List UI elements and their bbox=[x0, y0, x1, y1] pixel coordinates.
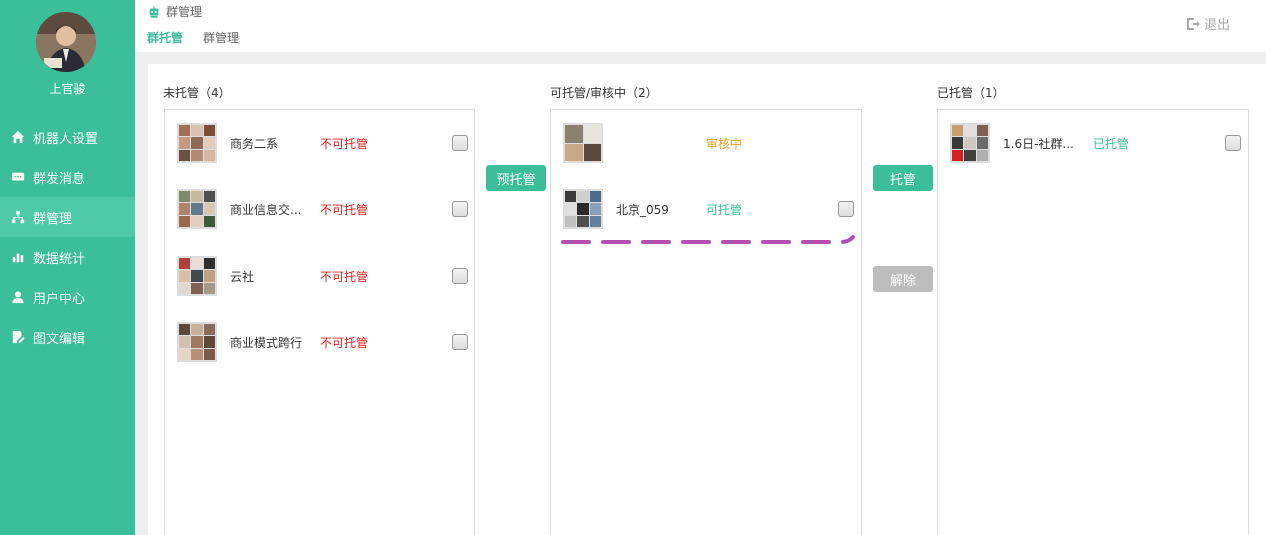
managed-list: 1.6日-社群... 已托管 bbox=[937, 109, 1249, 535]
status-label: 不可托管 bbox=[320, 137, 369, 151]
logout-button[interactable]: 退出 bbox=[1185, 14, 1230, 33]
list-item: 1.6日-社群... 已托管 bbox=[950, 123, 1260, 163]
group-name: 北京_059 bbox=[616, 203, 669, 217]
group-name: 商业模式跨行 bbox=[230, 336, 303, 350]
user-name: 上官骏 bbox=[49, 82, 86, 96]
row-checkbox[interactable] bbox=[452, 201, 468, 217]
status-label: 已托管 bbox=[1093, 137, 1130, 151]
group-avatar bbox=[950, 123, 990, 163]
row-checkbox[interactable] bbox=[452, 135, 468, 151]
group-name: 商务二系 bbox=[230, 137, 279, 151]
annotation-stroke bbox=[561, 235, 855, 244]
group-name: 商业信息交... bbox=[230, 203, 302, 217]
manage-button[interactable]: 托管 bbox=[873, 165, 933, 191]
robot-icon bbox=[149, 5, 159, 18]
pre-manage-button[interactable]: 预托管 bbox=[486, 165, 546, 191]
sidebar: 上官骏 机器人设置 群发消息 群管理 数据统计 bbox=[0, 0, 135, 535]
status-label: 不可托管 bbox=[320, 336, 369, 350]
group-avatar bbox=[563, 189, 603, 229]
list-item: 商务二系 不可托管 bbox=[177, 123, 486, 163]
nav-item-user-center[interactable]: 用户中心 bbox=[0, 277, 135, 317]
page-title: 群管理 bbox=[147, 3, 202, 20]
nav-label: 群发消息 bbox=[33, 171, 86, 187]
group-avatar bbox=[563, 123, 603, 163]
list-item: 审核中 bbox=[563, 123, 873, 163]
nav-item-statistics[interactable]: 数据统计 bbox=[0, 237, 135, 277]
unmanaged-list: 商务二系 不可托管 商业信息交... 不可托管 bbox=[164, 109, 475, 535]
row-checkbox[interactable] bbox=[838, 201, 854, 217]
managed-title: 已托管（1） bbox=[937, 86, 1005, 100]
pending-title: 可托管/审核中（2） bbox=[550, 86, 658, 100]
status-label: 不可托管 bbox=[320, 203, 369, 217]
group-avatar bbox=[177, 256, 217, 296]
release-button[interactable]: 解除 bbox=[873, 266, 933, 292]
list-item: 商业模式跨行 不可托管 bbox=[177, 322, 486, 362]
bar-chart-icon bbox=[10, 249, 26, 265]
edit-icon bbox=[10, 329, 26, 345]
row-checkbox[interactable] bbox=[452, 268, 468, 284]
group-name: 云社 bbox=[230, 270, 255, 284]
group-avatar bbox=[177, 123, 217, 163]
list-item: 商业信息交... 不可托管 bbox=[177, 189, 486, 229]
group-avatar bbox=[177, 189, 217, 229]
nav-label: 用户中心 bbox=[33, 291, 86, 307]
avatar[interactable] bbox=[36, 12, 96, 72]
nav-item-group-management[interactable]: 群管理 bbox=[0, 197, 135, 237]
home-icon bbox=[10, 129, 26, 145]
message-icon bbox=[10, 169, 26, 185]
sidebar-nav: 机器人设置 群发消息 群管理 数据统计 用户中心 bbox=[0, 117, 135, 357]
nav-label: 机器人设置 bbox=[33, 131, 99, 147]
status-label: 可托管 bbox=[706, 203, 743, 217]
group-avatar bbox=[177, 322, 217, 362]
group-name: 1.6日-社群... bbox=[1003, 137, 1074, 151]
status-label: 审核中 bbox=[706, 137, 743, 151]
nav-label: 数据统计 bbox=[33, 251, 86, 267]
logout-icon bbox=[1186, 17, 1200, 30]
nav-item-mass-message[interactable]: 群发消息 bbox=[0, 157, 135, 197]
user-icon bbox=[10, 289, 26, 305]
unmanaged-title: 未托管（4） bbox=[163, 86, 231, 100]
header: 群管理 群托管 群管理 退出 bbox=[135, 0, 1266, 54]
list-item: 云社 不可托管 bbox=[177, 256, 486, 296]
row-checkbox[interactable] bbox=[1225, 135, 1241, 151]
nav-item-robot-settings[interactable]: 机器人设置 bbox=[0, 117, 135, 157]
hosting-board: 未托管（4） 商务二系 不可托管 商业信息交... 不可托管 bbox=[148, 64, 1266, 535]
content-area: 未托管（4） 商务二系 不可托管 商业信息交... 不可托管 bbox=[135, 52, 1266, 535]
list-item: 北京_059 可托管 bbox=[563, 189, 873, 229]
pending-list: 审核中 北京_059 可托管 bbox=[550, 109, 862, 535]
nav-item-content-editor[interactable]: 图文编辑 bbox=[0, 317, 135, 357]
status-label: 不可托管 bbox=[320, 270, 369, 284]
nav-label: 群管理 bbox=[33, 211, 73, 227]
nav-label: 图文编辑 bbox=[33, 331, 86, 347]
row-checkbox[interactable] bbox=[452, 334, 468, 350]
hierarchy-icon bbox=[10, 209, 26, 225]
tab-group-management[interactable]: 群管理 bbox=[203, 31, 240, 45]
logout-label: 退出 bbox=[1203, 18, 1230, 33]
page-title-text: 群管理 bbox=[166, 5, 203, 19]
tab-group-hosting[interactable]: 群托管 bbox=[147, 29, 184, 54]
